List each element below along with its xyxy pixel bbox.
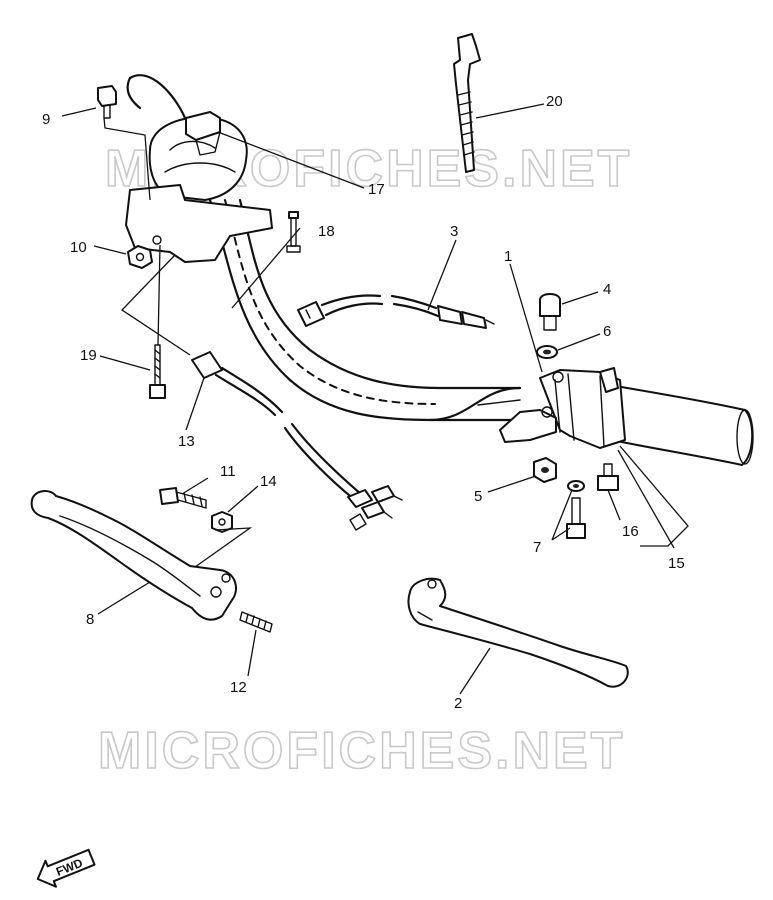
cable-tie-20 bbox=[453, 33, 481, 173]
callout-17: 17 bbox=[368, 181, 385, 198]
callout-8: 8 bbox=[86, 611, 94, 628]
callout-11: 11 bbox=[220, 463, 236, 480]
handlebar bbox=[126, 74, 532, 422]
callout-12: 12 bbox=[230, 679, 247, 696]
switch-lead-3 bbox=[297, 294, 495, 329]
right-lever-2 bbox=[407, 577, 629, 688]
callout-6: 6 bbox=[603, 323, 611, 340]
guide-13 bbox=[120, 254, 191, 356]
fwd-arrow-icon: FWD bbox=[36, 848, 96, 888]
left-switch-housing bbox=[125, 111, 273, 263]
callout-5: 5 bbox=[474, 488, 482, 505]
nut-10 bbox=[127, 245, 153, 269]
throttle-housing-15 bbox=[499, 367, 754, 466]
callout-2: 2 bbox=[454, 695, 462, 712]
bolt-9 bbox=[97, 85, 117, 119]
callout-20: 20 bbox=[546, 93, 563, 110]
pivot-bolt-11 bbox=[159, 487, 207, 509]
screw-19 bbox=[149, 344, 166, 399]
guide-14 bbox=[187, 527, 253, 573]
callout-1: 1 bbox=[504, 248, 512, 265]
callout-18: 18 bbox=[318, 223, 335, 240]
nut-14 bbox=[211, 511, 233, 533]
screw-18 bbox=[286, 211, 301, 253]
callout-14: 14 bbox=[260, 473, 277, 490]
callout-4: 4 bbox=[603, 281, 611, 298]
guide-19 bbox=[157, 244, 161, 346]
washer-screw-7 bbox=[566, 480, 586, 539]
switch-cable-13 bbox=[191, 351, 403, 531]
leader-lines bbox=[61, 103, 689, 695]
adjuster-12 bbox=[239, 611, 273, 633]
watermark-bottom: MICROFICHES.NET bbox=[98, 722, 625, 780]
callout-16: 16 bbox=[622, 523, 639, 540]
guide-9 bbox=[103, 117, 151, 201]
callout-10: 10 bbox=[70, 239, 87, 256]
screw-16 bbox=[597, 463, 619, 491]
callout-13: 13 bbox=[178, 433, 195, 450]
left-lever-8 bbox=[30, 490, 237, 621]
callout-15: 15 bbox=[668, 555, 685, 572]
callout-7: 7 bbox=[533, 539, 541, 556]
bolt-4 bbox=[539, 293, 561, 331]
nut-5 bbox=[533, 457, 557, 483]
callout-19: 19 bbox=[80, 347, 97, 364]
callout-3: 3 bbox=[450, 223, 458, 240]
washer-6 bbox=[536, 345, 558, 359]
callout-9: 9 bbox=[42, 111, 50, 128]
